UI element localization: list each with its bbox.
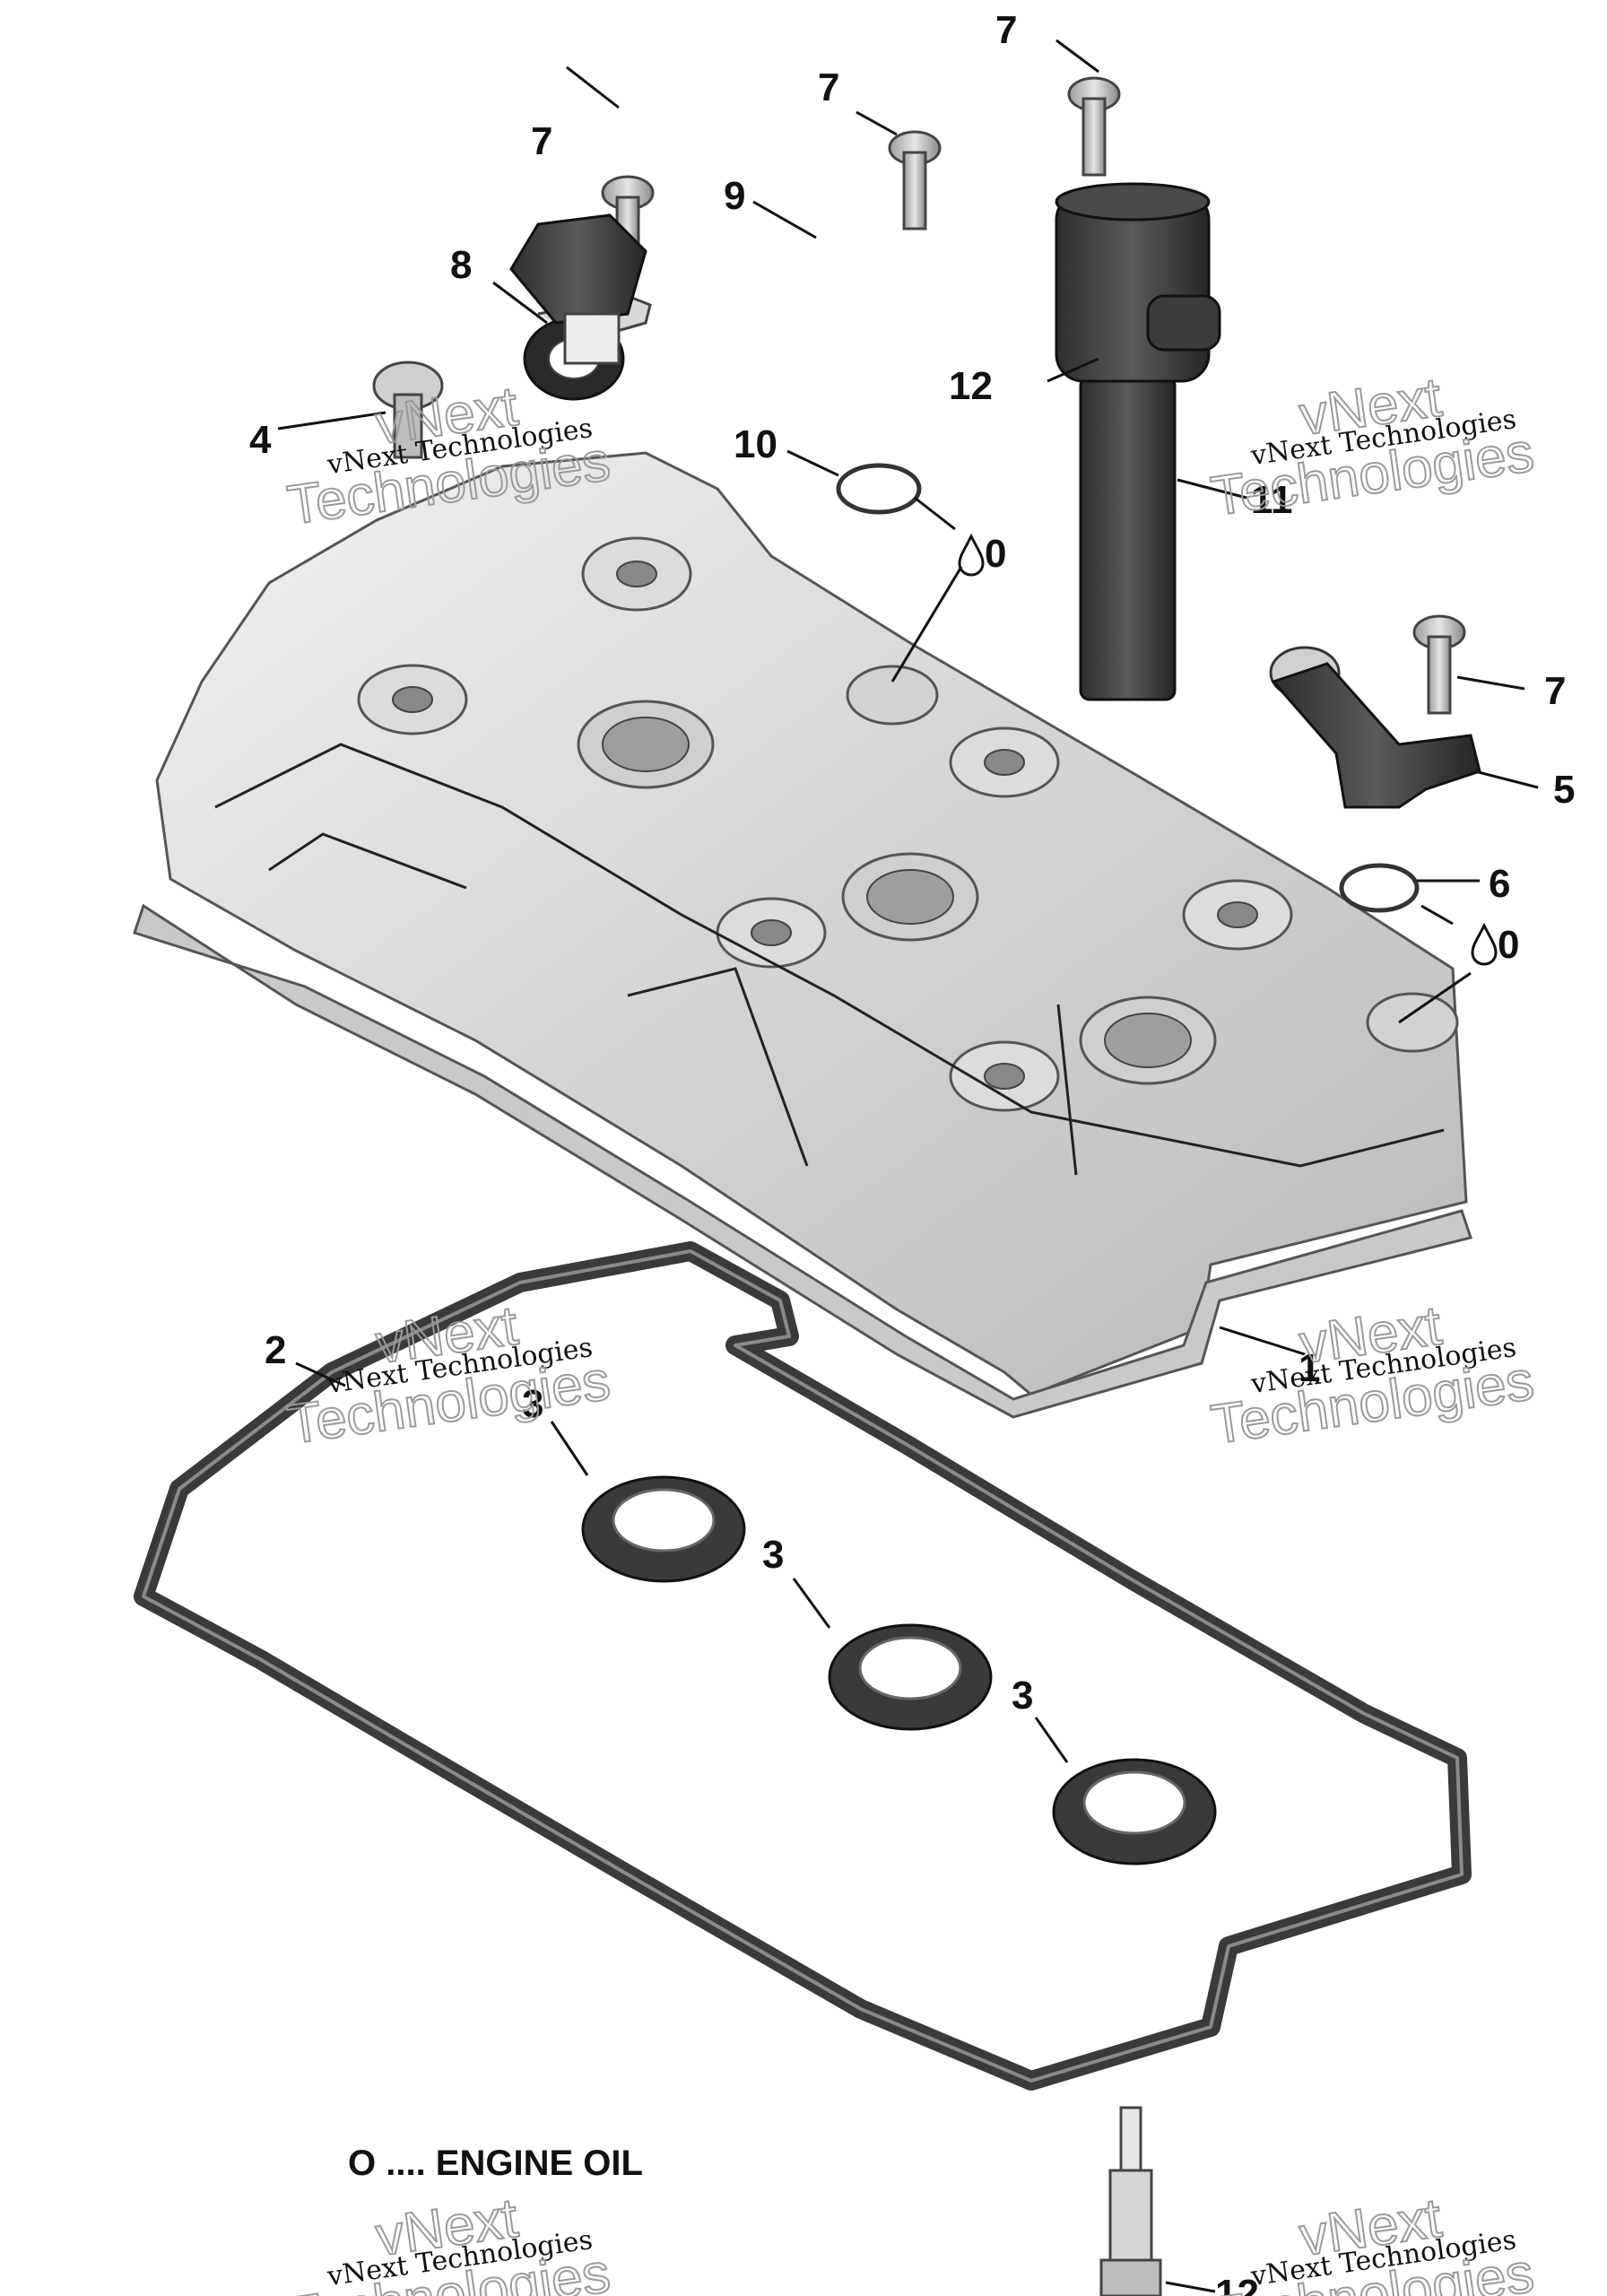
spark-plug-part bbox=[1099, 2106, 1162, 2296]
callout-5: 5 bbox=[1553, 768, 1575, 812]
legend-engine-oil: O .... ENGINE OIL bbox=[348, 2144, 643, 2183]
leader-lines bbox=[277, 39, 1539, 2293]
cover-bolt-bosses bbox=[357, 536, 1293, 1112]
callout-1: 1 bbox=[1299, 1346, 1320, 1390]
oil-marks: 0 0 bbox=[958, 532, 1519, 967]
cover-bolt-holes bbox=[392, 561, 1258, 1090]
tube-seals-part bbox=[581, 1475, 1217, 1866]
o-ring-6-part bbox=[1339, 863, 1420, 913]
callout-3b: 3 bbox=[762, 1533, 784, 1577]
callout-7b: 7 bbox=[818, 65, 839, 109]
callout-6: 6 bbox=[1489, 862, 1510, 906]
callout-7a: 7 bbox=[531, 119, 552, 163]
sensor-bore-top bbox=[846, 665, 939, 726]
oil-drop-icon bbox=[1471, 922, 1498, 966]
cover-ribs bbox=[214, 743, 1445, 1176]
callouts: 1 2 3 3 3 4 5 6 7 7 7 7 8 9 10 11 12 12 bbox=[249, 8, 1575, 2296]
valve-cover-part bbox=[133, 451, 1472, 1419]
oil-drop-icon bbox=[958, 533, 985, 577]
breather-fitting-part bbox=[372, 361, 444, 459]
callout-9: 9 bbox=[724, 174, 745, 218]
callout-4: 4 bbox=[249, 418, 272, 462]
coolant-outlet-part bbox=[1269, 646, 1481, 809]
camshaft-sensor-part bbox=[509, 213, 647, 365]
bolts-part bbox=[601, 76, 1466, 715]
callout-8: 8 bbox=[450, 243, 472, 287]
callout-11: 11 bbox=[1251, 478, 1293, 522]
callout-12a: 12 bbox=[949, 364, 993, 408]
spark-plug-wells bbox=[577, 700, 1217, 1085]
sensor-bore-right bbox=[1366, 992, 1459, 1053]
callout-7d: 7 bbox=[1544, 669, 1566, 713]
ignition-coil-part bbox=[1055, 182, 1221, 701]
callout-12b: 12 bbox=[1215, 2272, 1259, 2296]
callout-3c: 3 bbox=[1012, 1674, 1033, 1718]
oil-mark-upper: 0 bbox=[985, 532, 1006, 576]
callout-2: 2 bbox=[265, 1328, 286, 1372]
callout-7c: 7 bbox=[995, 8, 1017, 52]
gasket-inner-edge bbox=[142, 1249, 1464, 2083]
o-ring-10-part bbox=[836, 463, 922, 515]
callout-10: 10 bbox=[734, 422, 777, 466]
oil-mark-lower: 0 bbox=[1498, 923, 1519, 967]
callout-3a: 3 bbox=[522, 1382, 543, 1426]
